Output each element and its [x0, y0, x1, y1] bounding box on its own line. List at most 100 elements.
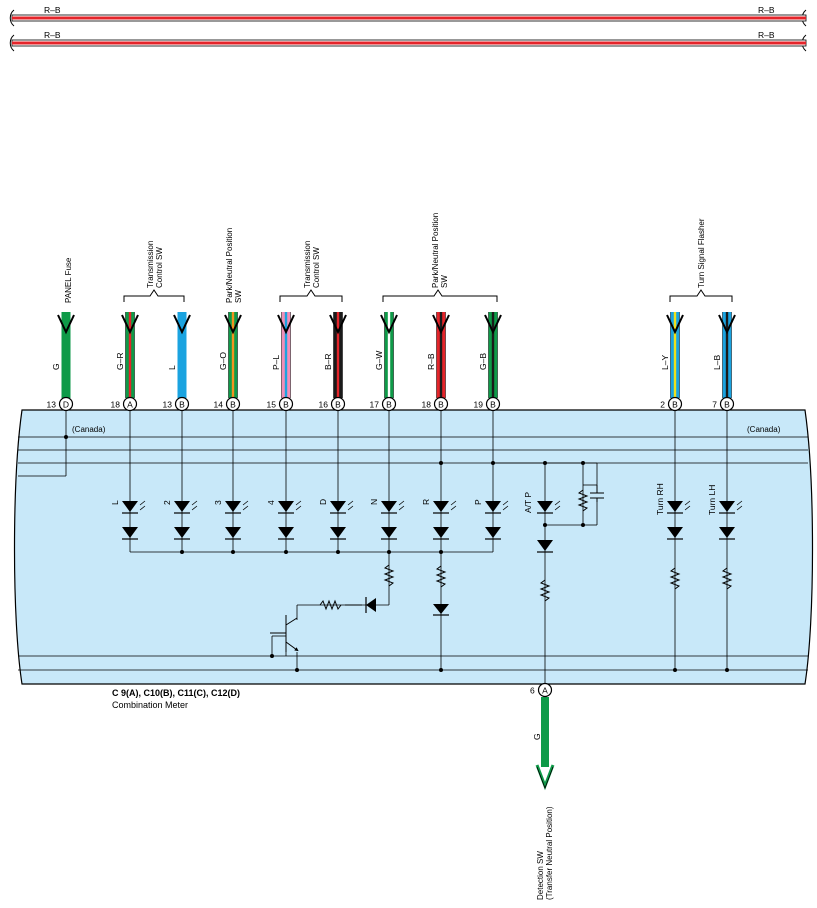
- wire-arrow: [277, 314, 295, 335]
- connector-letter: B: [490, 400, 496, 410]
- indicator-label: P: [473, 499, 483, 505]
- connector-letter: B: [672, 400, 678, 410]
- wire-stripe: [491, 312, 495, 398]
- connector-letter: B: [438, 400, 444, 410]
- pin-number: 18: [111, 400, 121, 410]
- wires-layer: GD13G–RA18LLB132G–OB143P–LB154B–RB16DG–W…: [47, 312, 743, 553]
- indicator-diode: [278, 527, 294, 538]
- wire-arrow: [224, 314, 242, 335]
- wire-body: [177, 312, 187, 398]
- indicator-label: Turn RH: [655, 483, 665, 515]
- group-label-turn-flasher: Turn Signal Flasher: [697, 218, 706, 288]
- wire-color-label: G–B: [478, 353, 488, 370]
- group-label-pnp-1: Park/Neutral PositionSW: [225, 228, 243, 303]
- wire-arrow: [121, 314, 139, 335]
- indicator-led: [433, 501, 449, 512]
- indicator-label: N: [369, 499, 379, 505]
- bottom-destination: Detection SW(Transfer Neutral Position): [536, 806, 554, 900]
- wire-stripe: [439, 312, 443, 398]
- top-wire-2-label-left: R–B: [44, 30, 61, 40]
- top-wire-1-label-right: R–B: [758, 5, 775, 15]
- pin-number: 13: [163, 400, 173, 410]
- connector-letter: B: [724, 400, 730, 410]
- pin-number: 13: [47, 400, 57, 410]
- connector-letter: B: [283, 400, 289, 410]
- resistor-turn-lh: [721, 567, 733, 590]
- indicator-label: Turn LH: [707, 485, 717, 515]
- indicator-diode: [225, 527, 241, 538]
- connector-letter: B: [230, 400, 236, 410]
- bottom-wire-color: G: [532, 733, 542, 740]
- bottom-connector: A 6 G Detection SW(Transfer Neutral Posi…: [530, 682, 555, 900]
- canada-label-right: (Canada): [747, 425, 781, 434]
- indicator-label: R: [421, 499, 431, 505]
- pin-number: 16: [319, 400, 329, 410]
- wire-stripe: [725, 312, 729, 398]
- connector-letter: B: [386, 400, 392, 410]
- indicator-led: [122, 501, 138, 512]
- wire-color-label: G: [51, 363, 61, 370]
- group-label-trans-ctrl-2: TransmissionControl SW: [303, 241, 321, 288]
- indicator-label: 2: [162, 500, 172, 505]
- wire-stripe: [231, 312, 235, 398]
- wire-color-label: G–R: [115, 353, 125, 370]
- wire-arrow: [666, 314, 684, 335]
- zener-diode: [365, 597, 376, 613]
- diode-r-lower: [433, 604, 449, 616]
- at-p-label: A/T P: [523, 492, 533, 513]
- wire-color-label: L–B: [712, 355, 722, 370]
- resistor-atp: [539, 485, 604, 602]
- indicator-diode: [433, 527, 449, 538]
- indicator-led: [225, 501, 241, 512]
- indicator-led: [174, 501, 190, 512]
- bottom-connector-letter: A: [542, 686, 548, 696]
- top-wire-2-label-right: R–B: [758, 30, 775, 40]
- indicator-diode: [485, 527, 501, 538]
- group-label-pnp-2: Park/Neutral PositionSW: [431, 213, 449, 288]
- indicator-led: [330, 501, 346, 512]
- brace-pnp-2: [382, 289, 498, 302]
- top-harness: R–B R–B R–B R–B: [9, 5, 807, 52]
- pin-number: 7: [712, 400, 717, 410]
- brace-turn-flasher: [669, 289, 733, 302]
- pin-number: 17: [370, 400, 380, 410]
- indicator-diode: [719, 527, 735, 538]
- wire-color-label: G–O: [218, 352, 228, 370]
- wire-arrow: [57, 314, 75, 335]
- wire-color-label: G–W: [374, 351, 384, 370]
- pin-number: 15: [267, 400, 277, 410]
- indicator-label: 4: [266, 500, 276, 505]
- meter-connector-title: C 9(A), C10(B), C11(C), C12(D): [112, 688, 240, 698]
- indicator-led: [719, 501, 735, 512]
- wire-color-label: P–L: [271, 355, 281, 370]
- wire-color-label: R–B: [426, 353, 436, 370]
- connector-letter: B: [335, 400, 341, 410]
- top-wire-2: R–B R–B: [9, 30, 807, 52]
- wire-color-label: L: [167, 365, 177, 370]
- top-wire-1-label-left: R–B: [44, 5, 61, 15]
- resistor-n: [383, 564, 395, 587]
- indicator-atp: [537, 500, 561, 553]
- indicator-label: 3: [213, 500, 223, 505]
- indicator-diode: [174, 527, 190, 538]
- indicator-diode: [122, 527, 138, 538]
- combination-meter-body: [13, 409, 814, 685]
- group-label-trans-ctrl-1: TransmissionControl SW: [146, 241, 164, 288]
- canada-label-left: (Canada): [72, 425, 106, 434]
- resistor-r: [435, 565, 447, 588]
- wire-arrow: [432, 314, 450, 335]
- top-wire-1: R–B R–B: [9, 5, 807, 27]
- meter-subtitle: Combination Meter: [112, 700, 188, 710]
- indicator-led: [485, 501, 501, 512]
- wire-5: P–L B 15 4: [266, 312, 302, 552]
- indicator-diode: [381, 527, 397, 538]
